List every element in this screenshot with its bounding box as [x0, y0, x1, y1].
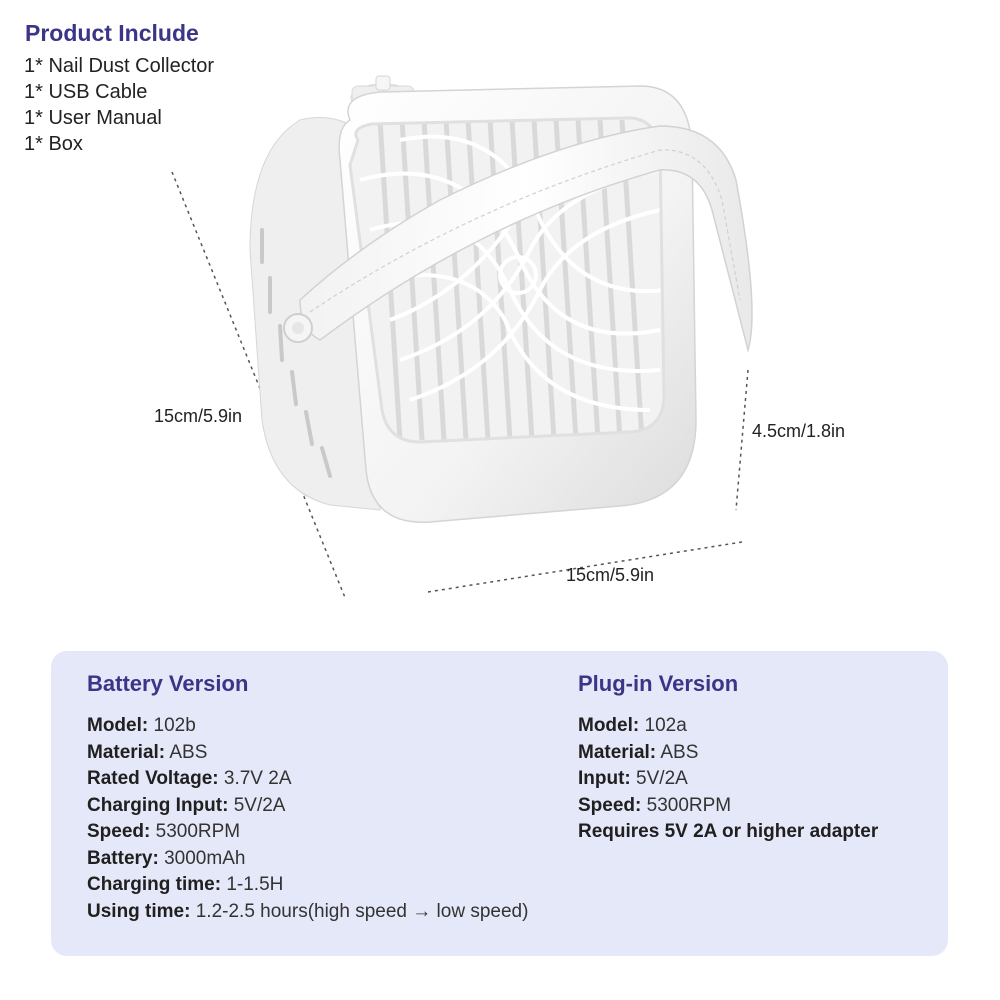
package-item: 1* User Manual: [24, 107, 162, 129]
spec-value: 5V/2A: [636, 768, 688, 789]
spec-row: Model: 102b: [87, 713, 528, 740]
carry-strap: [299, 125, 753, 353]
spec-value: 5300RPM: [646, 794, 732, 816]
spec-label: Input:: [578, 768, 631, 789]
spec-label: Rated Voltage:: [87, 768, 219, 789]
spec-value: 5300RPM: [155, 821, 241, 842]
spec-value: 1.2-2.5 hours(high speed → low speed): [195, 900, 529, 922]
depth-dimension-label: 4.5cm/1.8in: [752, 421, 846, 441]
spec-label: Material:: [578, 741, 657, 763]
battery-version-title: Battery Version: [87, 671, 249, 696]
adapter-note: Requires 5V 2A or higher adapter: [578, 821, 879, 842]
spec-row: Speed: 5300RPM: [87, 819, 528, 846]
package-contents: Product Include 1* Nail Dust Collector 1…: [24, 20, 214, 157]
spec-row: Battery: 3000mAh: [87, 846, 528, 873]
package-item: 1* Nail Dust Collector: [24, 55, 215, 77]
spec-row: Rated Voltage: 3.7V 2A: [87, 766, 528, 793]
plugin-version-specs: Plug-in Version Model: 102a Material: AB…: [578, 671, 878, 846]
spec-value: 3000mAh: [164, 847, 246, 869]
spec-label: Speed:: [87, 821, 151, 842]
spec-row: Material: ABS: [87, 740, 528, 767]
spec-label: Using time:: [87, 900, 191, 922]
spec-label: Speed:: [578, 794, 642, 816]
spec-value: ABS: [660, 741, 699, 763]
spec-row: Charging time: 1-1.5H: [87, 872, 528, 899]
spec-value: 1-1.5H: [226, 874, 284, 895]
spec-value: 102b: [153, 715, 196, 736]
nail-dust-collector-image: [171, 75, 753, 601]
height-dimension-line: [171, 171, 347, 601]
spec-label: Charging Input:: [87, 794, 229, 816]
height-dimension-label: 15cm/5.9in: [154, 406, 243, 426]
width-dimension-label: 15cm/5.9in: [566, 565, 655, 585]
package-title: Product Include: [25, 20, 199, 46]
spec-value: 3.7V 2A: [223, 768, 292, 789]
depth-dimension-line: [735, 369, 749, 511]
spec-label: Material:: [87, 741, 166, 763]
plugin-version-title: Plug-in Version: [578, 671, 739, 696]
spec-value: 5V/2A: [233, 794, 286, 816]
side-vents: [260, 228, 332, 478]
spec-label: Model:: [87, 715, 149, 736]
spec-row: Input: 5V/2A: [578, 766, 878, 793]
spec-value: ABS: [169, 741, 208, 763]
spec-value: 102a: [644, 715, 687, 736]
spec-row: Material: ABS: [578, 740, 878, 767]
specs-panel: Battery Version Model: 102b Material: AB…: [51, 651, 948, 956]
spec-row: Speed: 5300RPM: [578, 793, 878, 820]
spec-row: Charging Input: 5V/2A: [87, 793, 528, 820]
spec-row: Model: 102a: [578, 713, 878, 740]
package-item: 1* USB Cable: [24, 81, 148, 103]
spec-label: Charging time:: [87, 874, 222, 895]
package-item: 1* Box: [24, 133, 83, 155]
spec-row: Using time: 1.2-2.5 hours(high speed → l…: [87, 899, 528, 926]
battery-version-specs: Battery Version Model: 102b Material: AB…: [87, 671, 528, 925]
spec-label: Model:: [578, 715, 640, 736]
spec-label: Battery:: [87, 847, 159, 869]
